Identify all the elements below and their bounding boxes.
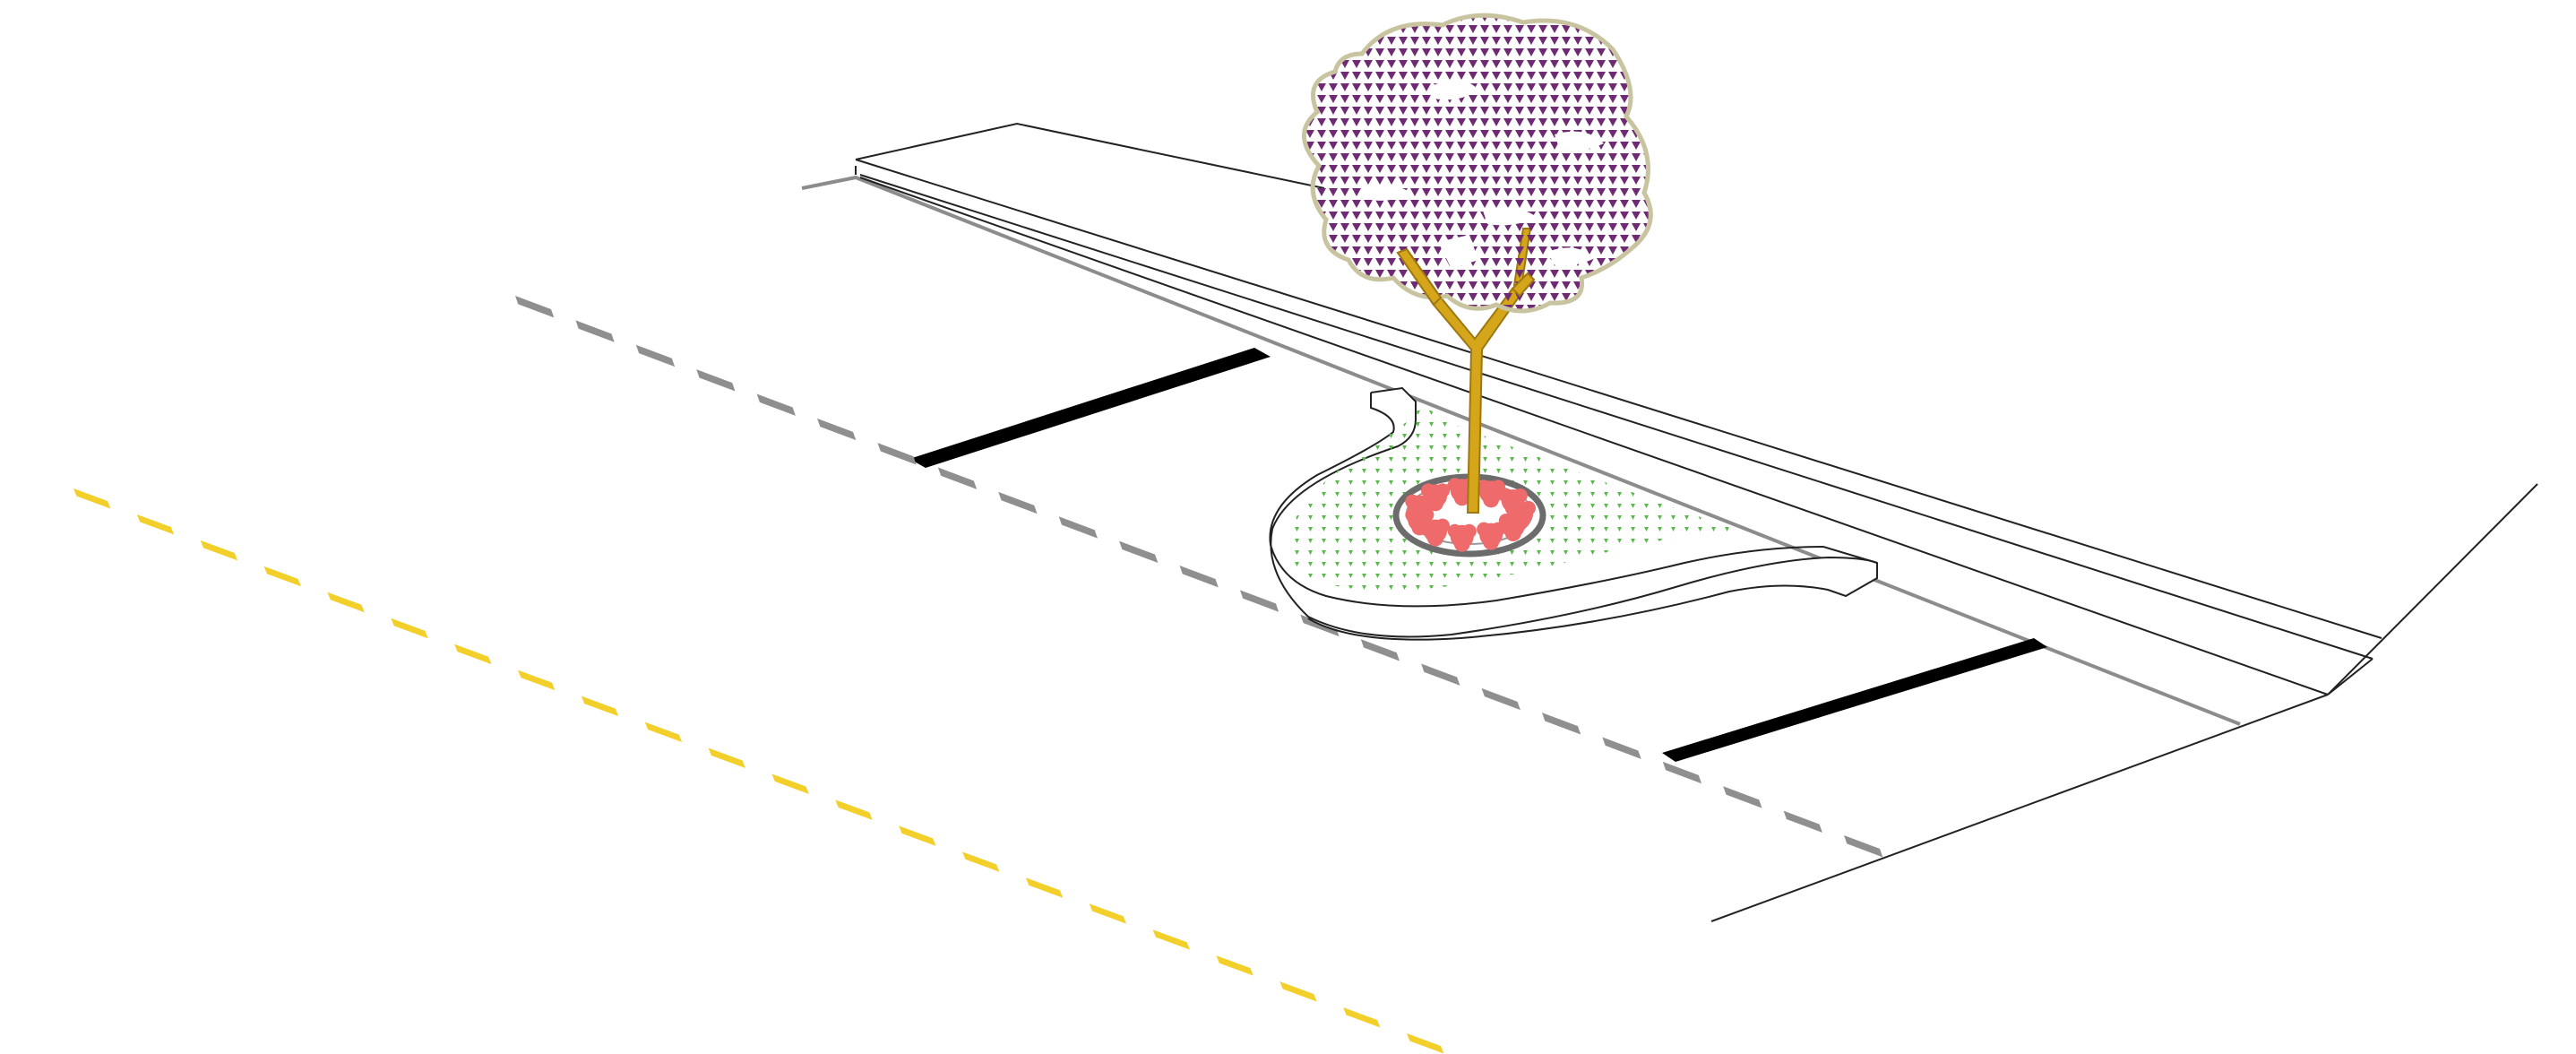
yellow-dash bbox=[136, 514, 175, 535]
yellow-dash bbox=[263, 566, 301, 587]
gray-dash bbox=[1421, 663, 1460, 686]
yellow-dash bbox=[771, 773, 809, 794]
yellow-dash bbox=[899, 825, 936, 846]
sidewalk-mid-edge bbox=[859, 174, 2374, 660]
sidewalk-back-edge bbox=[855, 122, 1325, 189]
gray-dash bbox=[1662, 761, 1702, 784]
flower-cluster bbox=[1421, 483, 1451, 512]
sidewalk-right-edge bbox=[2327, 483, 2538, 695]
gray-dash bbox=[1844, 835, 1883, 858]
gray-dash bbox=[1541, 713, 1581, 735]
gray-dash bbox=[575, 320, 615, 342]
gray-dash bbox=[635, 344, 676, 367]
gray-dash bbox=[1239, 590, 1279, 612]
curb-gutter-line bbox=[801, 175, 2241, 726]
flower-cluster bbox=[1447, 523, 1477, 552]
parking-stripes bbox=[909, 348, 2047, 762]
parking-stripe bbox=[909, 348, 1271, 468]
gray-dash bbox=[1119, 540, 1159, 563]
yellow-dash bbox=[200, 540, 238, 561]
flower-cluster bbox=[1498, 488, 1528, 516]
yellow-dash bbox=[581, 695, 619, 717]
flower-cluster bbox=[1477, 522, 1506, 550]
planter-curb-outline bbox=[1270, 386, 1878, 641]
yellow-dash bbox=[1089, 903, 1127, 924]
gray-dash bbox=[1058, 516, 1098, 539]
yellow-dash bbox=[391, 618, 428, 639]
yellow-dash bbox=[454, 644, 492, 665]
planter-curb-top bbox=[1269, 393, 1878, 608]
yellow-dash bbox=[1343, 1007, 1381, 1028]
lane-line-dashes bbox=[515, 296, 1883, 858]
tree bbox=[1302, 13, 1653, 514]
yellow-dash bbox=[1152, 929, 1190, 950]
yellow-dash bbox=[1216, 955, 1254, 976]
yellow-dash bbox=[708, 747, 745, 768]
yellow-dash bbox=[644, 721, 683, 743]
gray-dash bbox=[1783, 810, 1822, 833]
gray-dash bbox=[1723, 786, 1762, 808]
gray-dash bbox=[756, 393, 796, 416]
gray-dash bbox=[1360, 639, 1400, 661]
flower-ring bbox=[1405, 478, 1536, 552]
gray-dash bbox=[1179, 566, 1219, 588]
tree-trunk-upper bbox=[1396, 247, 1536, 307]
yellow-dash bbox=[1025, 877, 1064, 898]
center-line-dashes bbox=[73, 488, 1444, 1054]
gray-dash bbox=[1602, 737, 1641, 759]
yellow-dash bbox=[835, 799, 873, 820]
curb-face-line bbox=[859, 177, 2329, 695]
yellow-dash bbox=[1407, 1033, 1444, 1054]
yellow-dash bbox=[73, 488, 111, 509]
gray-dash bbox=[515, 296, 555, 318]
yellow-dash bbox=[1279, 981, 1317, 1002]
gray-dash bbox=[937, 467, 978, 489]
sidewalk-far-line bbox=[1710, 694, 2329, 922]
gray-dash bbox=[998, 491, 1038, 514]
yellow-dash bbox=[962, 851, 1000, 872]
gray-dash bbox=[877, 443, 917, 465]
tree-canopy bbox=[1302, 13, 1653, 314]
gray-dash bbox=[1481, 687, 1521, 711]
curb-extension-planter bbox=[1269, 386, 1878, 641]
sidewalk-top-edge bbox=[855, 159, 2382, 639]
gray-dash bbox=[1300, 614, 1340, 637]
sidewalk-end-edge bbox=[2327, 658, 2374, 695]
yellow-dash bbox=[518, 670, 556, 691]
sidewalk bbox=[855, 122, 2538, 922]
flower-cluster bbox=[1477, 479, 1506, 508]
canopy-gaps bbox=[1362, 79, 1604, 269]
gray-dash bbox=[696, 369, 736, 392]
yellow-dash bbox=[327, 592, 365, 613]
gray-dash bbox=[817, 418, 857, 441]
parking-stripe bbox=[1662, 638, 2047, 762]
